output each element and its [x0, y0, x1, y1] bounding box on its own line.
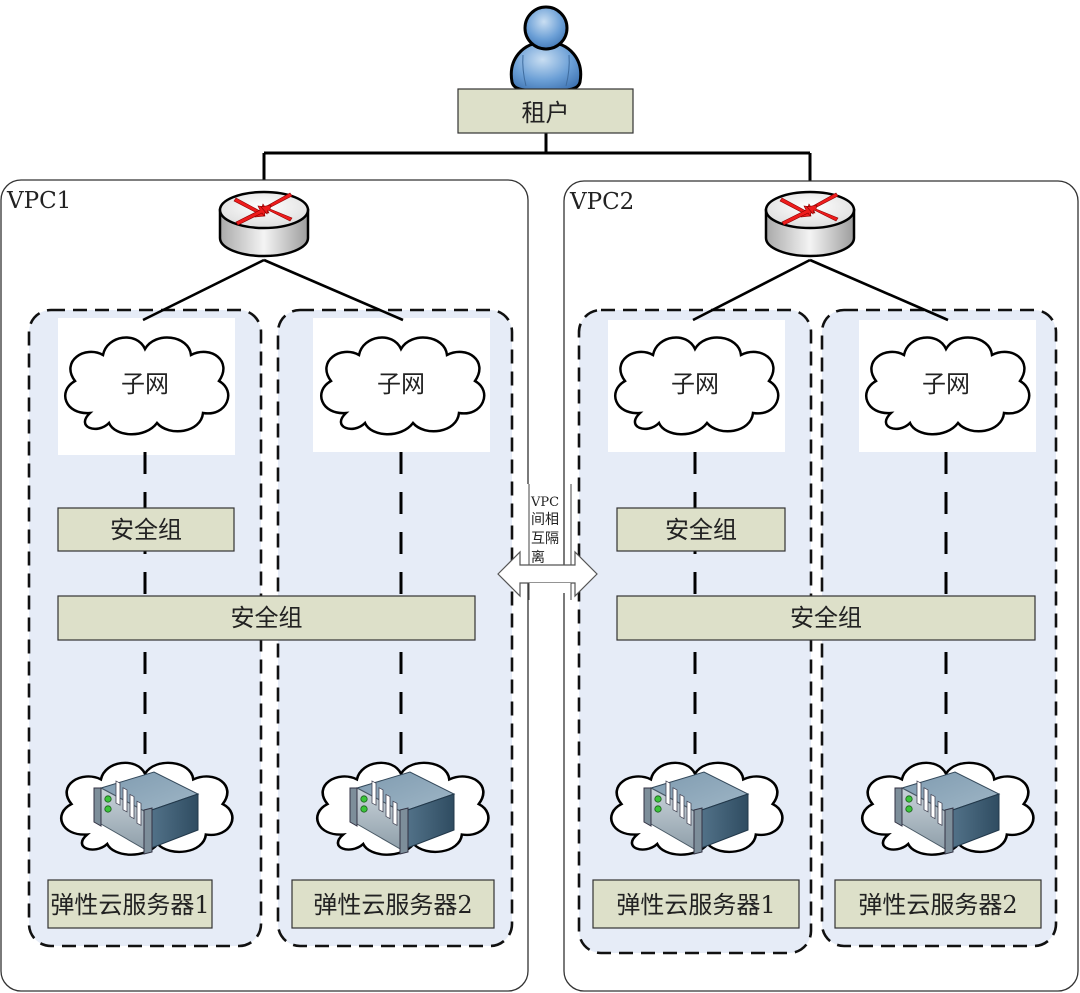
- subnet-label: 子网: [671, 370, 719, 398]
- double-arrow-icon: [497, 550, 598, 598]
- router-icon: [764, 190, 856, 258]
- isolation-text-line: 互隔: [531, 531, 559, 547]
- subnet-label: 子网: [377, 370, 425, 398]
- subnet-label: 子网: [922, 370, 970, 398]
- router-subnet-link: [142, 258, 265, 322]
- security-group-box: [616, 507, 786, 552]
- security-group-label: 安全组: [665, 516, 737, 544]
- shared-security-group-box: [57, 595, 476, 641]
- security-group-box: [57, 507, 235, 552]
- security-group-label: 安全组: [110, 516, 182, 544]
- vpc-name: VPC1: [6, 188, 71, 214]
- shared-security-group-box: [616, 595, 1036, 641]
- shared-security-group-label: 安全组: [790, 604, 862, 632]
- subnet-label: 子网: [121, 370, 169, 398]
- server-label-box: [291, 879, 495, 929]
- shared-security-group-label: 安全组: [231, 604, 303, 632]
- isolation-text-line: 间相: [531, 512, 559, 528]
- router-subnet-link: [809, 258, 949, 322]
- isolation-text-line: 离: [531, 549, 545, 566]
- user-icon: [509, 5, 583, 94]
- server-label: 弹性云服务器1: [616, 891, 775, 919]
- server-label: 弹性云服务器1: [50, 891, 209, 919]
- tenant-box: [457, 88, 634, 134]
- server-label: 弹性云服务器2: [313, 891, 472, 919]
- vpc-name: VPC2: [569, 189, 634, 215]
- server-label-box: [834, 879, 1042, 929]
- isolation-text-line: VPC: [530, 495, 559, 510]
- isolation-indicator: VPC 间相 互隔 离: [497, 484, 598, 600]
- server-label-box: [47, 879, 213, 929]
- router-subnet-link: [692, 258, 811, 322]
- router-icon: [218, 190, 310, 258]
- tenant-label: 租户: [522, 99, 570, 127]
- server-label-box: [592, 879, 800, 929]
- server-label: 弹性云服务器2: [858, 891, 1017, 919]
- router-subnet-link: [263, 258, 404, 322]
